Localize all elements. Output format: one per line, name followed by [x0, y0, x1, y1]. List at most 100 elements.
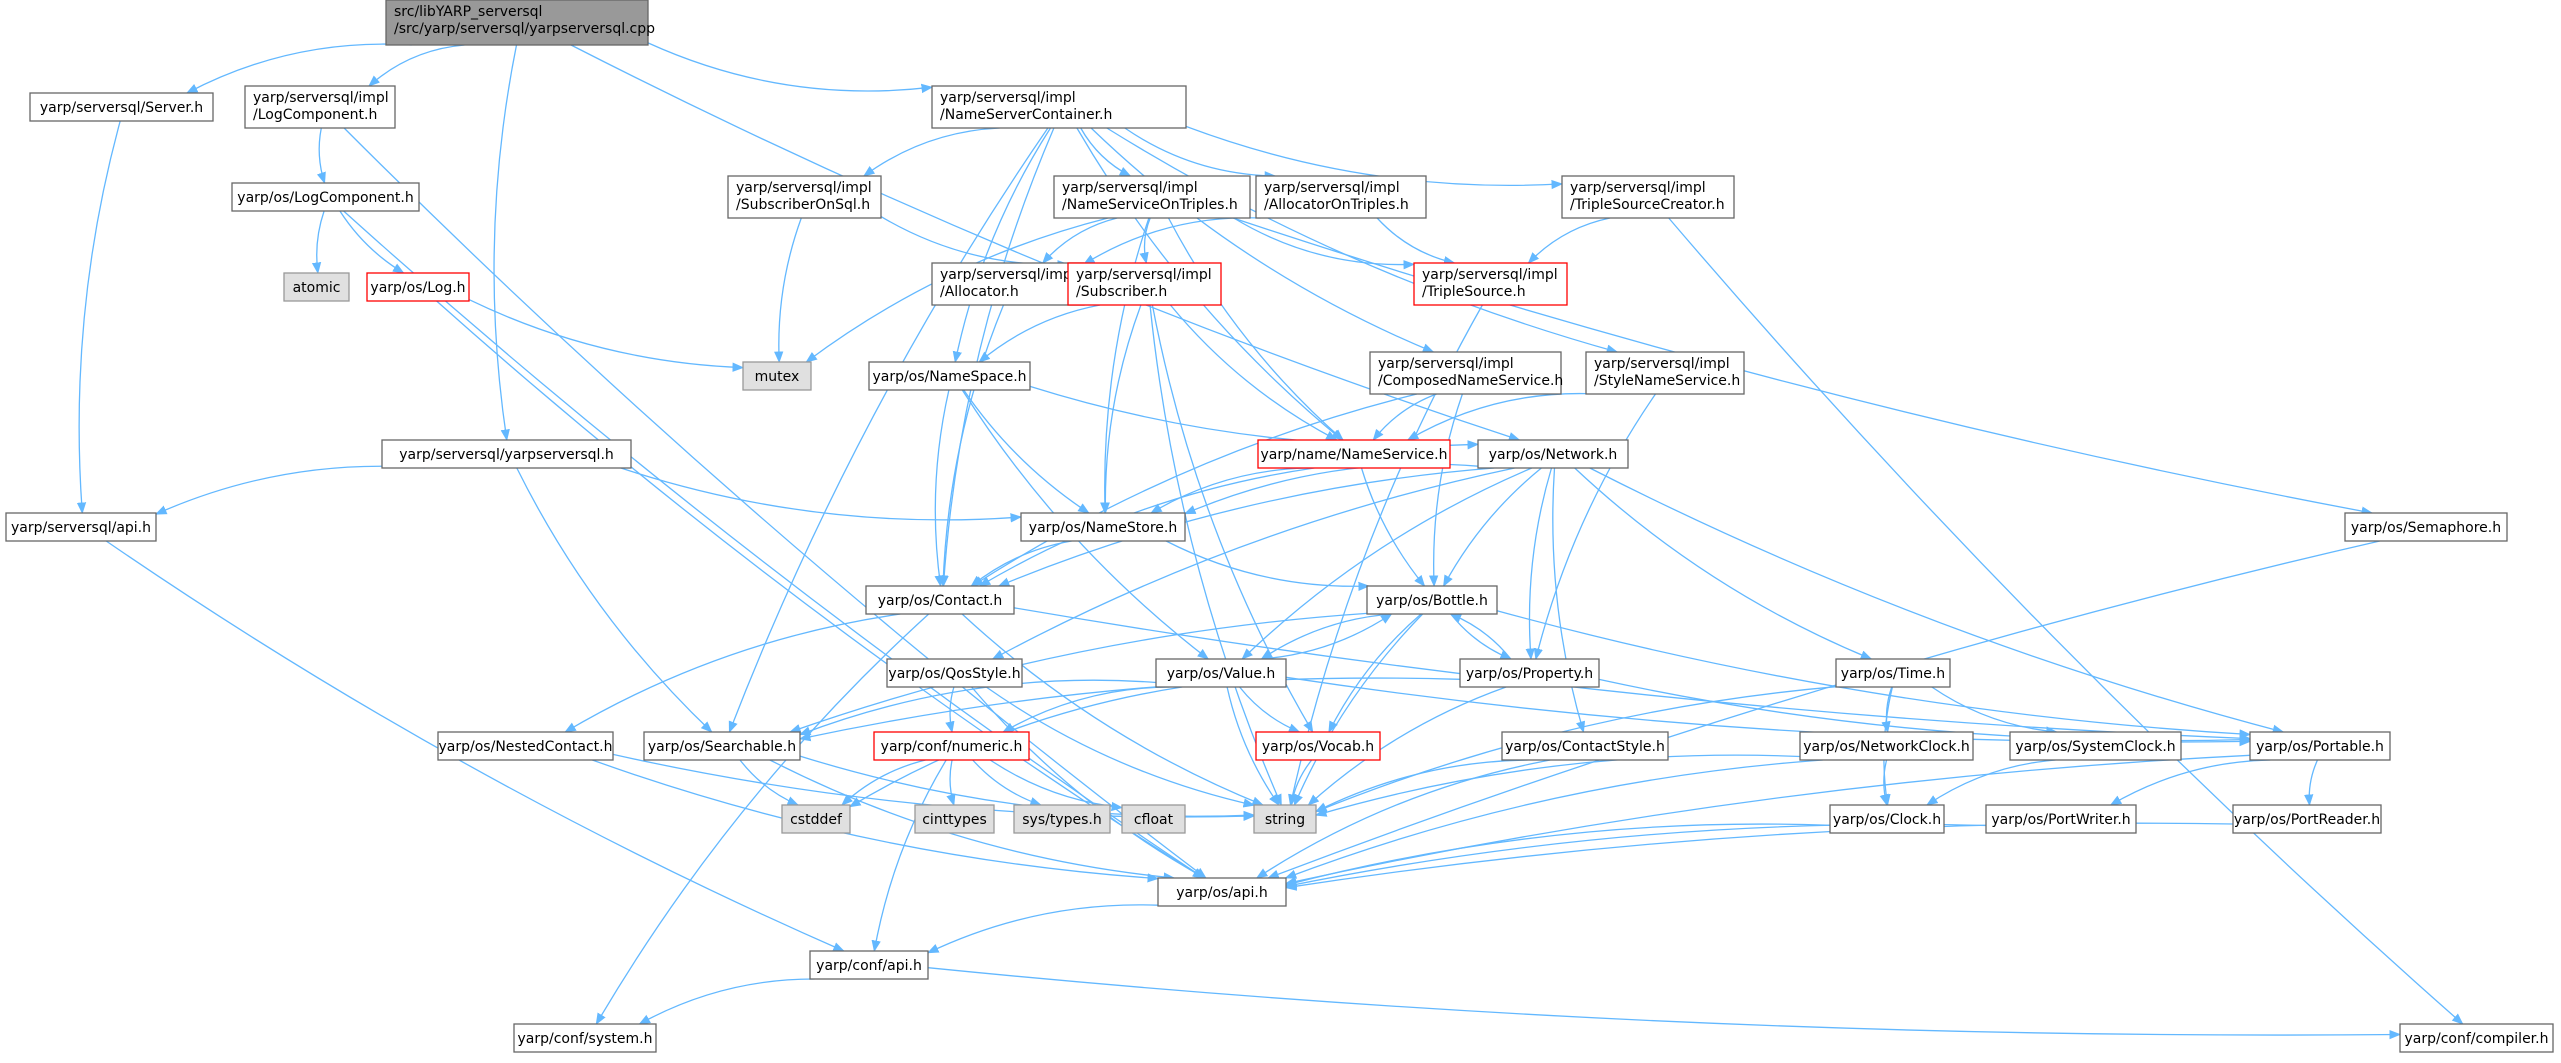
node-label: yarp/serversql/Server.h	[40, 100, 203, 116]
node-property[interactable]: yarp/os/Property.h	[1459, 658, 1600, 688]
node-label: yarp/serversql/impl	[1570, 180, 1706, 196]
edge-sub_sql-to-mutex	[774, 217, 802, 364]
node-box	[886, 658, 1023, 688]
node-label: /AllocatorOnTriples.h	[1264, 197, 1409, 213]
node-logcomp_impl[interactable]: yarp/serversql/impl/LogComponent.h	[244, 85, 396, 129]
node-value[interactable]: yarp/os/Value.h	[1155, 658, 1287, 688]
node-portreader[interactable]: yarp/os/PortReader.h	[2232, 804, 2382, 834]
edge-portable-to-portwriter	[2109, 759, 2271, 806]
edge-nsc-to-namespace	[952, 127, 1052, 364]
node-label: yarp/os/Clock.h	[1833, 812, 1941, 828]
node-qosstyle[interactable]: yarp/os/QosStyle.h	[886, 658, 1023, 688]
edge-namespace-to-contact	[934, 389, 950, 588]
node-tsc[interactable]: yarp/serversql/impl/TripleSourceCreator.…	[1561, 175, 1735, 219]
node-clock[interactable]: yarp/os/Clock.h	[1829, 804, 1945, 834]
edge-qosstyle-to-numeric	[945, 686, 955, 734]
node-box	[727, 175, 882, 219]
node-bottle[interactable]: yarp/os/Bottle.h	[1366, 585, 1498, 615]
node-box	[2009, 731, 2182, 761]
node-label: yarp/serversql/impl	[1076, 267, 1212, 283]
edge-vocab-to-string	[1288, 759, 1313, 807]
edge-ns_triples-to-semaphore	[1232, 217, 2374, 516]
node-contactstyle[interactable]: yarp/os/ContactStyle.h	[1501, 731, 1669, 761]
edge-nameservice-to-contact	[978, 467, 1315, 587]
node-box	[1985, 804, 2137, 834]
node-label: yarp/serversql/yarpserversql.h	[399, 447, 614, 463]
node-alloc_triples[interactable]: yarp/serversql/impl/AllocatorOnTriples.h	[1255, 175, 1427, 219]
node-time[interactable]: yarp/os/Time.h	[1835, 658, 1951, 688]
node-box	[868, 361, 1031, 391]
node-box	[1413, 262, 1568, 306]
edge-nsc-to-ns_triples	[1080, 127, 1132, 177]
node-nestedcontact[interactable]: yarp/os/NestedContact.h	[437, 731, 614, 761]
node-box	[1255, 731, 1381, 761]
edge-os_logcomp-to-os_api	[343, 210, 1205, 879]
edge-time-to-networkclock	[1881, 686, 1893, 734]
edge-contact-to-conf_system	[595, 613, 930, 1026]
node-box	[1366, 585, 1498, 615]
node-network[interactable]: yarp/os/Network.h	[1477, 439, 1629, 469]
edge-nameservice-to-namestore	[1150, 467, 1306, 514]
node-box	[1501, 731, 1669, 761]
node-subscriber[interactable]: yarp/serversql/impl/Subscriber.h	[1067, 262, 1222, 306]
node-portwriter[interactable]: yarp/os/PortWriter.h	[1985, 804, 2137, 834]
node-box	[1121, 804, 1186, 834]
node-nameservice[interactable]: yarp/name/NameService.h	[1257, 439, 1451, 469]
node-namestore[interactable]: yarp/os/NameStore.h	[1020, 512, 1186, 542]
node-semaphore[interactable]: yarp/os/Semaphore.h	[2344, 512, 2508, 542]
edge-server-to-serversql_api	[76, 120, 121, 515]
node-log[interactable]: yarp/os/Log.h	[366, 272, 470, 302]
node-systemclock[interactable]: yarp/os/SystemClock.h	[2009, 731, 2182, 761]
node-box	[244, 85, 396, 129]
node-yarpserversql_h[interactable]: yarp/serversql/yarpserversql.h	[381, 439, 632, 469]
node-nsc[interactable]: yarp/serversql/impl/NameServerContainer.…	[931, 85, 1187, 129]
node-label: yarp/os/Semaphore.h	[2351, 520, 2501, 536]
node-cstddef: cstddef	[781, 804, 851, 834]
node-box	[437, 731, 614, 761]
node-root[interactable]: src/libYARP_serversql/src/yarp/serversql…	[385, 0, 655, 46]
node-conf_api[interactable]: yarp/conf/api.h	[809, 950, 929, 980]
node-box	[366, 272, 470, 302]
node-box	[1053, 175, 1251, 219]
node-allocator[interactable]: yarp/serversql/impl/Allocator.h	[931, 262, 1085, 306]
edge-namestore-to-contact	[970, 540, 1072, 587]
node-networkclock[interactable]: yarp/os/NetworkClock.h	[1799, 731, 1974, 761]
node-cns[interactable]: yarp/serversql/impl/ComposedNameService.…	[1369, 351, 1563, 395]
node-box	[1020, 512, 1186, 542]
node-conf_compiler[interactable]: yarp/conf/compiler.h	[2399, 1023, 2554, 1053]
node-portable[interactable]: yarp/os/Portable.h	[2249, 731, 2391, 761]
edge-time-to-string	[1314, 686, 1837, 813]
node-box	[283, 272, 350, 302]
edge-yarpserversql_h-to-searchable	[516, 467, 713, 733]
node-server[interactable]: yarp/serversql/Server.h	[29, 92, 214, 122]
node-numeric[interactable]: yarp/conf/numeric.h	[873, 731, 1030, 761]
node-ns_triples[interactable]: yarp/serversql/impl/NameServiceOnTriples…	[1053, 175, 1251, 219]
edge-os_api-to-conf_api	[926, 904, 1159, 954]
node-box	[231, 182, 420, 212]
node-vocab[interactable]: yarp/os/Vocab.h	[1255, 731, 1381, 761]
node-mutex: mutex	[742, 361, 812, 391]
edge-nsc-to-searchable	[728, 127, 1049, 734]
node-serversql_api[interactable]: yarp/serversql/api.h	[5, 512, 157, 542]
edge-nsc-to-alloc_triples	[1124, 127, 1277, 181]
node-label: yarp/os/QosStyle.h	[888, 666, 1020, 682]
edge-allocator-to-contact	[938, 304, 1005, 588]
node-sub_sql[interactable]: yarp/serversql/impl/SubscriberOnSql.h	[727, 175, 882, 219]
node-triplesource[interactable]: yarp/serversql/impl/TripleSource.h	[1413, 262, 1568, 306]
node-conf_system[interactable]: yarp/conf/system.h	[513, 1023, 657, 1053]
node-os_api[interactable]: yarp/os/api.h	[1157, 877, 1287, 907]
edge-networkclock-to-clock	[1879, 759, 1889, 807]
node-sns[interactable]: yarp/serversql/impl/StyleNameService.h	[1585, 351, 1745, 395]
node-namespace[interactable]: yarp/os/NameSpace.h	[868, 361, 1031, 391]
edge-value-to-string	[1226, 686, 1280, 806]
node-contact[interactable]: yarp/os/Contact.h	[865, 585, 1015, 615]
edge-bottle-to-portable	[1496, 610, 2252, 739]
node-cinttypes: cinttypes	[914, 804, 995, 834]
edge-subscriber-to-string	[1149, 304, 1282, 807]
node-searchable[interactable]: yarp/os/Searchable.h	[643, 731, 801, 761]
edge-os_logcomp-to-log	[339, 210, 405, 274]
node-os_logcomp[interactable]: yarp/os/LogComponent.h	[231, 182, 420, 212]
edge-nsc-to-sns	[1106, 127, 1619, 354]
node-box	[381, 439, 632, 469]
edge-value-to-vocab	[1239, 686, 1301, 733]
